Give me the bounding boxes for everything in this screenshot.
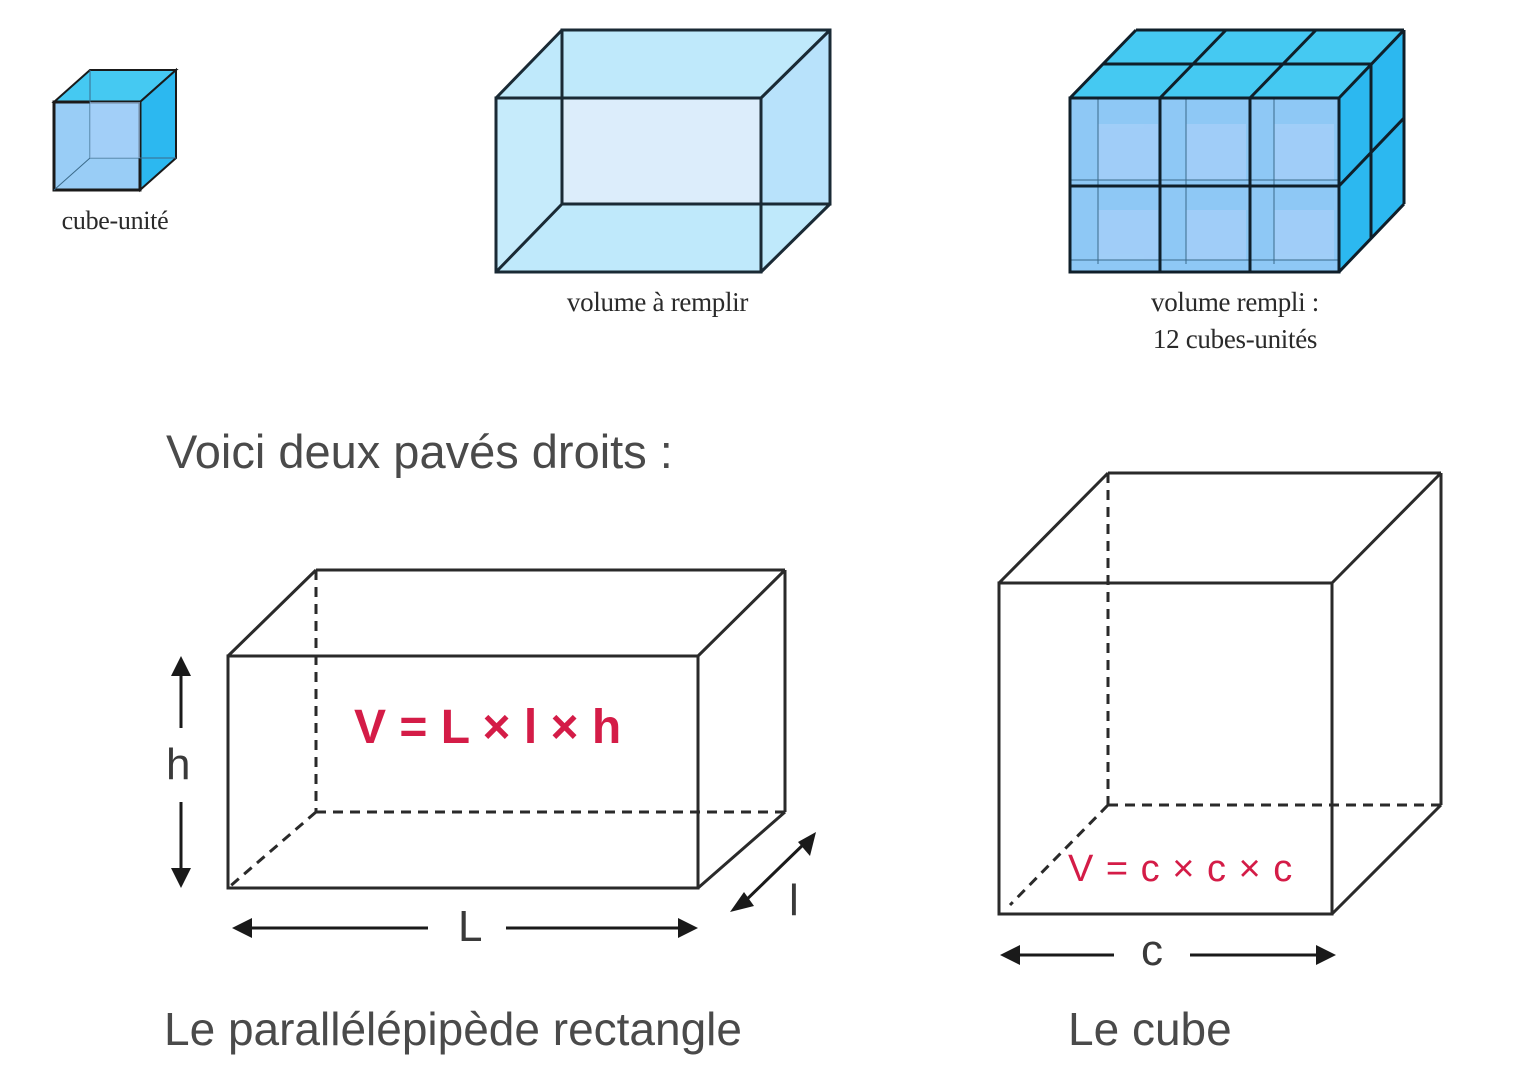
filled-box-caption-line1: volume rempli : — [1151, 287, 1319, 317]
filled-box-icon — [1068, 28, 1406, 274]
unit-cube-figure — [40, 60, 190, 200]
filled-box-caption-line2: 12 cubes-unités — [1152, 324, 1318, 354]
filled-box-figure — [1064, 24, 1414, 280]
section-title: Voici deux pavés droits : — [166, 425, 673, 478]
cube-edge-label: c — [1141, 926, 1163, 975]
cube-formula-bg — [1068, 848, 1318, 894]
empty-box-icon — [494, 28, 832, 274]
unit-cube-caption: cube-unité — [61, 206, 169, 235]
cuboid-length-label: L — [458, 902, 483, 951]
unit-cube-icon — [51, 67, 179, 193]
cuboid-volume-formula: V = L × l × h — [354, 701, 622, 754]
cube-caption: Le cube — [1068, 1003, 1232, 1055]
cuboid-caption: Le parallélépipède rectangle — [164, 1003, 742, 1055]
empty-box-caption: volume à remplir — [566, 287, 749, 317]
empty-box-figure — [490, 24, 840, 280]
cube-volume-formula: V = c × c × c — [1068, 848, 1294, 890]
cuboid-width-label: l — [789, 876, 799, 925]
cuboid-height-label: h — [166, 740, 191, 789]
